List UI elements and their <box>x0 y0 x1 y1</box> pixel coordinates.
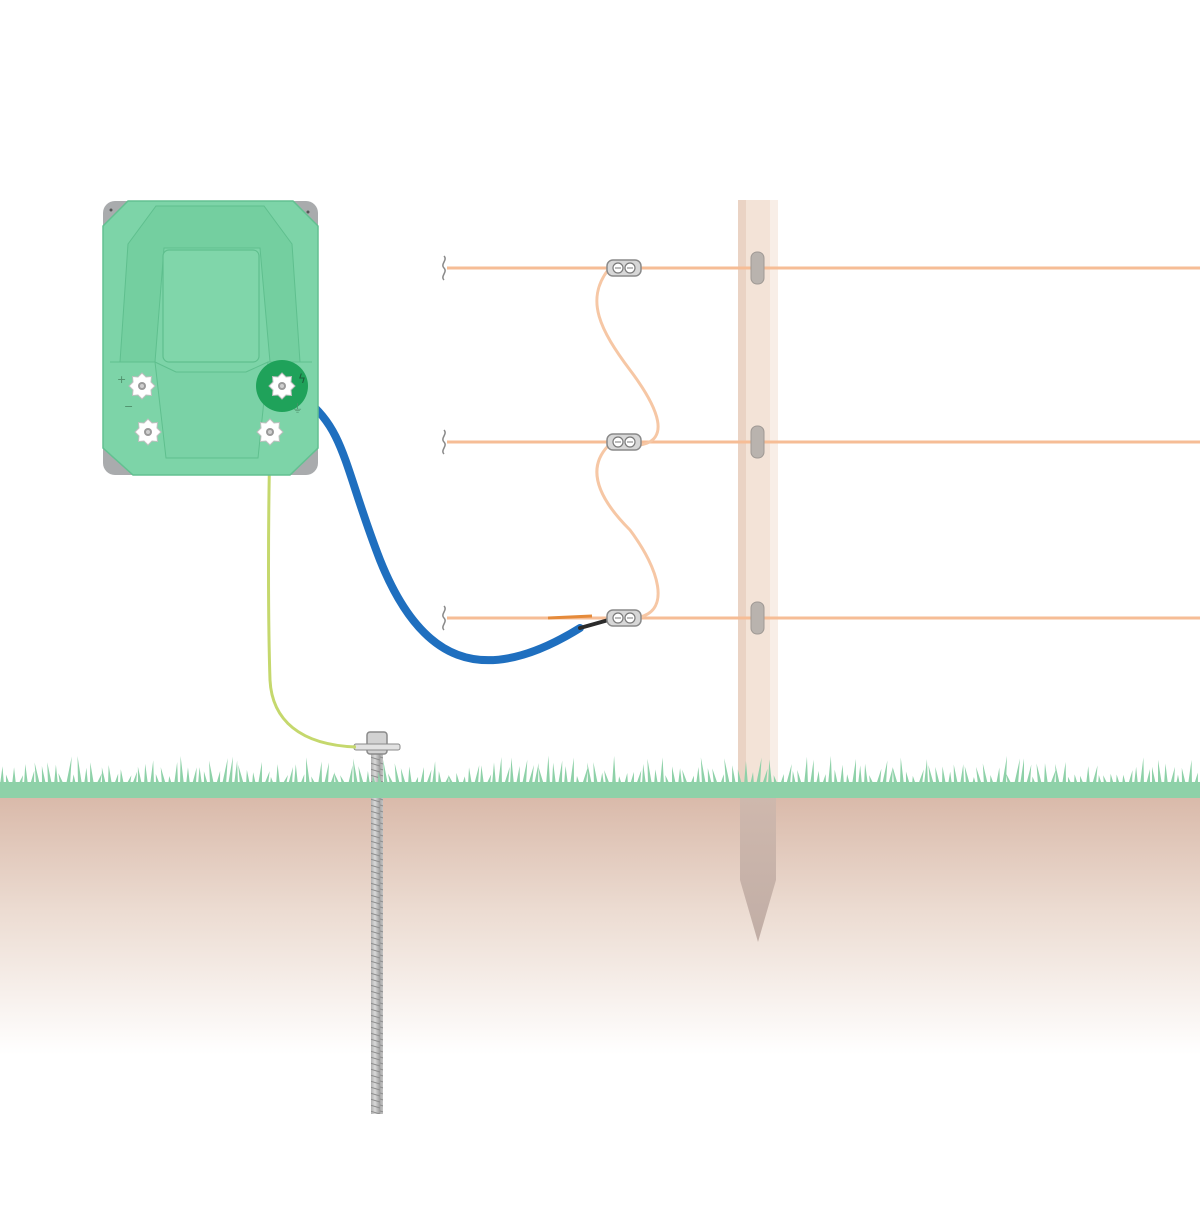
terminal-nut-icon <box>128 372 156 400</box>
earth-cable <box>267 439 357 749</box>
wire-connector-icon <box>606 433 642 451</box>
minus-symbol: − <box>124 400 133 413</box>
lightning-symbol: ϟ <box>298 372 306 386</box>
terminal-nut-icon <box>268 372 296 400</box>
terminal-nut-icon <box>256 418 284 446</box>
wire-break-icon <box>442 255 446 631</box>
post-insulators <box>750 251 765 635</box>
fence-post <box>738 200 778 798</box>
lead-out-cable <box>302 396 614 665</box>
grass <box>0 755 1200 798</box>
ground-symbol: ⏚ <box>292 402 303 415</box>
plus-symbol: + <box>117 373 126 386</box>
fence-post-stake <box>740 795 776 942</box>
energizer <box>102 200 319 476</box>
wire-connector-icon <box>606 609 642 627</box>
earth-rod <box>353 731 401 1114</box>
fence-wires <box>447 266 1200 620</box>
wire-connector-icon <box>606 259 642 277</box>
soil <box>0 795 1200 1055</box>
terminal-nut-icon <box>134 418 162 446</box>
jumper-wires <box>595 269 660 619</box>
